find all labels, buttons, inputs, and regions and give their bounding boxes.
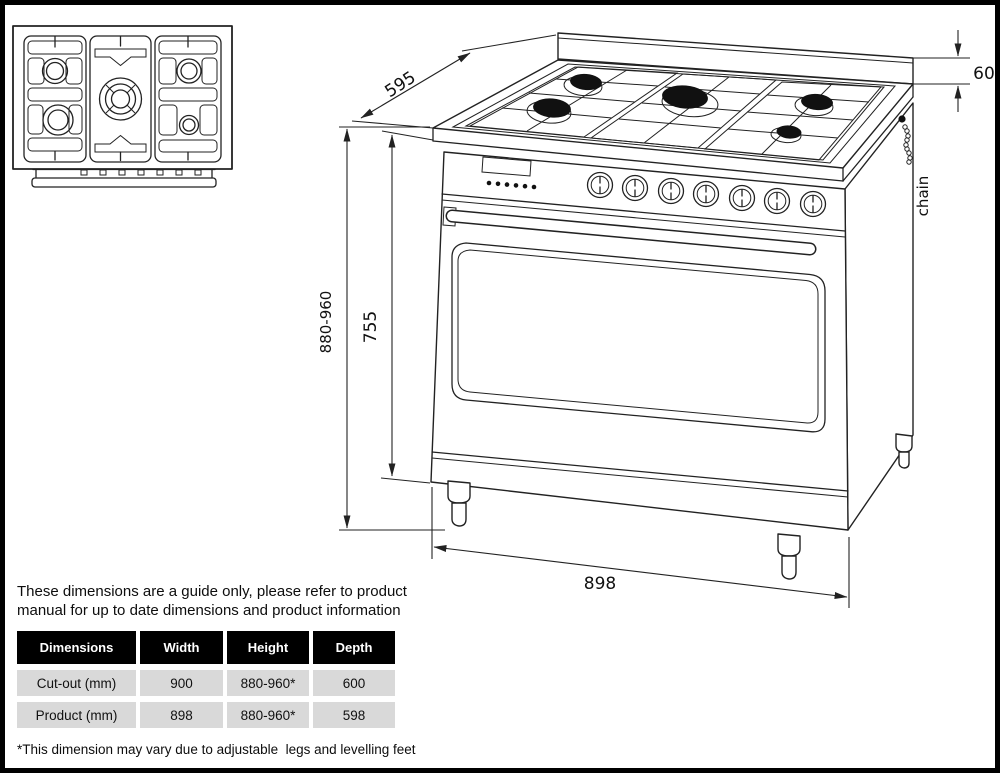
dimension-body-height-label: 755 [361,311,381,343]
knob-6 [763,187,791,215]
table-header-dimensions: Dimensions [17,631,136,664]
hob-top-view [12,25,233,188]
dimension-depth-label: 595 [381,68,419,102]
knob-3 [657,177,685,205]
table-header-depth: Depth [313,631,395,664]
panel-button [531,184,537,190]
table-cell-product-depth: 598 [313,702,395,728]
wok-burner-cap [662,85,708,109]
guide-note: These dimensions are a guide only, pleas… [17,582,417,620]
hob-grate-left [23,35,87,163]
oven-door [431,206,849,498]
table-header-height: Height [227,631,309,664]
footnote: *This dimension may vary due to adjustab… [17,742,416,757]
dimension-backsplash-label: 60 [973,64,995,84]
hob-grate-centre [89,35,152,163]
handle-bracket [442,206,457,227]
burner-right-front-ring [178,114,200,136]
chain-label: chain [914,176,932,217]
display [481,156,532,177]
leg-front-left [447,480,471,504]
guide-note-line2: manual for up to date dimensions and pro… [17,602,401,619]
door-window-inner [457,249,819,424]
hob-rim-outer [451,63,897,164]
panel-button [486,180,492,186]
leg-front-right [777,533,801,557]
guide-note-line1: These dimensions are a guide only, pleas… [17,583,407,600]
knob-2 [621,174,649,202]
knob-1 [586,171,614,199]
table-cell-cutout-width: 900 [140,670,223,696]
knob-7 [799,190,827,218]
anti-tilt-chain [898,115,913,165]
table-cell-product-label: Product (mm) [17,702,136,728]
dimension-overall-height-label: 880-960 [317,291,335,354]
panel-button [495,181,501,187]
iso-grate-centre [589,73,778,149]
burner-left-front-ring [42,104,74,136]
burner-left-rear-ring [41,57,69,85]
burner-cap [776,125,802,139]
burner-cap [570,73,602,91]
leg-rear-right [895,433,913,453]
panel-button [522,183,528,189]
burner-cap [801,93,833,111]
hob-outline [12,25,233,170]
dimensions-table: Dimensions Width Height Depth Cut-out (m… [17,631,395,728]
table-header-width: Width [140,631,223,664]
panel-button [504,182,510,187]
table-cell-product-width: 898 [140,702,223,728]
dimension-backsplash-height: 60 [913,30,995,112]
table-cell-cutout-depth: 600 [313,670,395,696]
knob-5 [728,184,756,212]
panel-button [513,183,519,188]
table-cell-cutout-label: Cut-out (mm) [17,670,136,696]
dimension-width-label: 898 [584,574,616,594]
dimension-body-height: 755 [361,130,434,484]
hob-grate-right [154,35,222,163]
iso-grate-right [703,81,883,161]
dimension-width: 898 [431,487,850,608]
hob-front-trim [31,168,217,188]
cabinet-front [430,151,849,531]
cooker-isometric-view [430,32,914,580]
burner-right-rear-ring [176,58,202,84]
control-panel [441,156,846,238]
wok-burner-ring [98,77,143,121]
table-cell-product-height: 880-960* [227,702,309,728]
knob-4 [692,180,720,208]
iso-grate-left [468,66,679,138]
chain-anchor [898,115,906,123]
dimension-overall-height: 880-960 [317,126,445,531]
burner-cap [533,98,571,118]
door-window-outer [451,242,826,433]
hob-rim-inner [464,66,886,161]
table-cell-cutout-height: 880-960* [227,670,309,696]
